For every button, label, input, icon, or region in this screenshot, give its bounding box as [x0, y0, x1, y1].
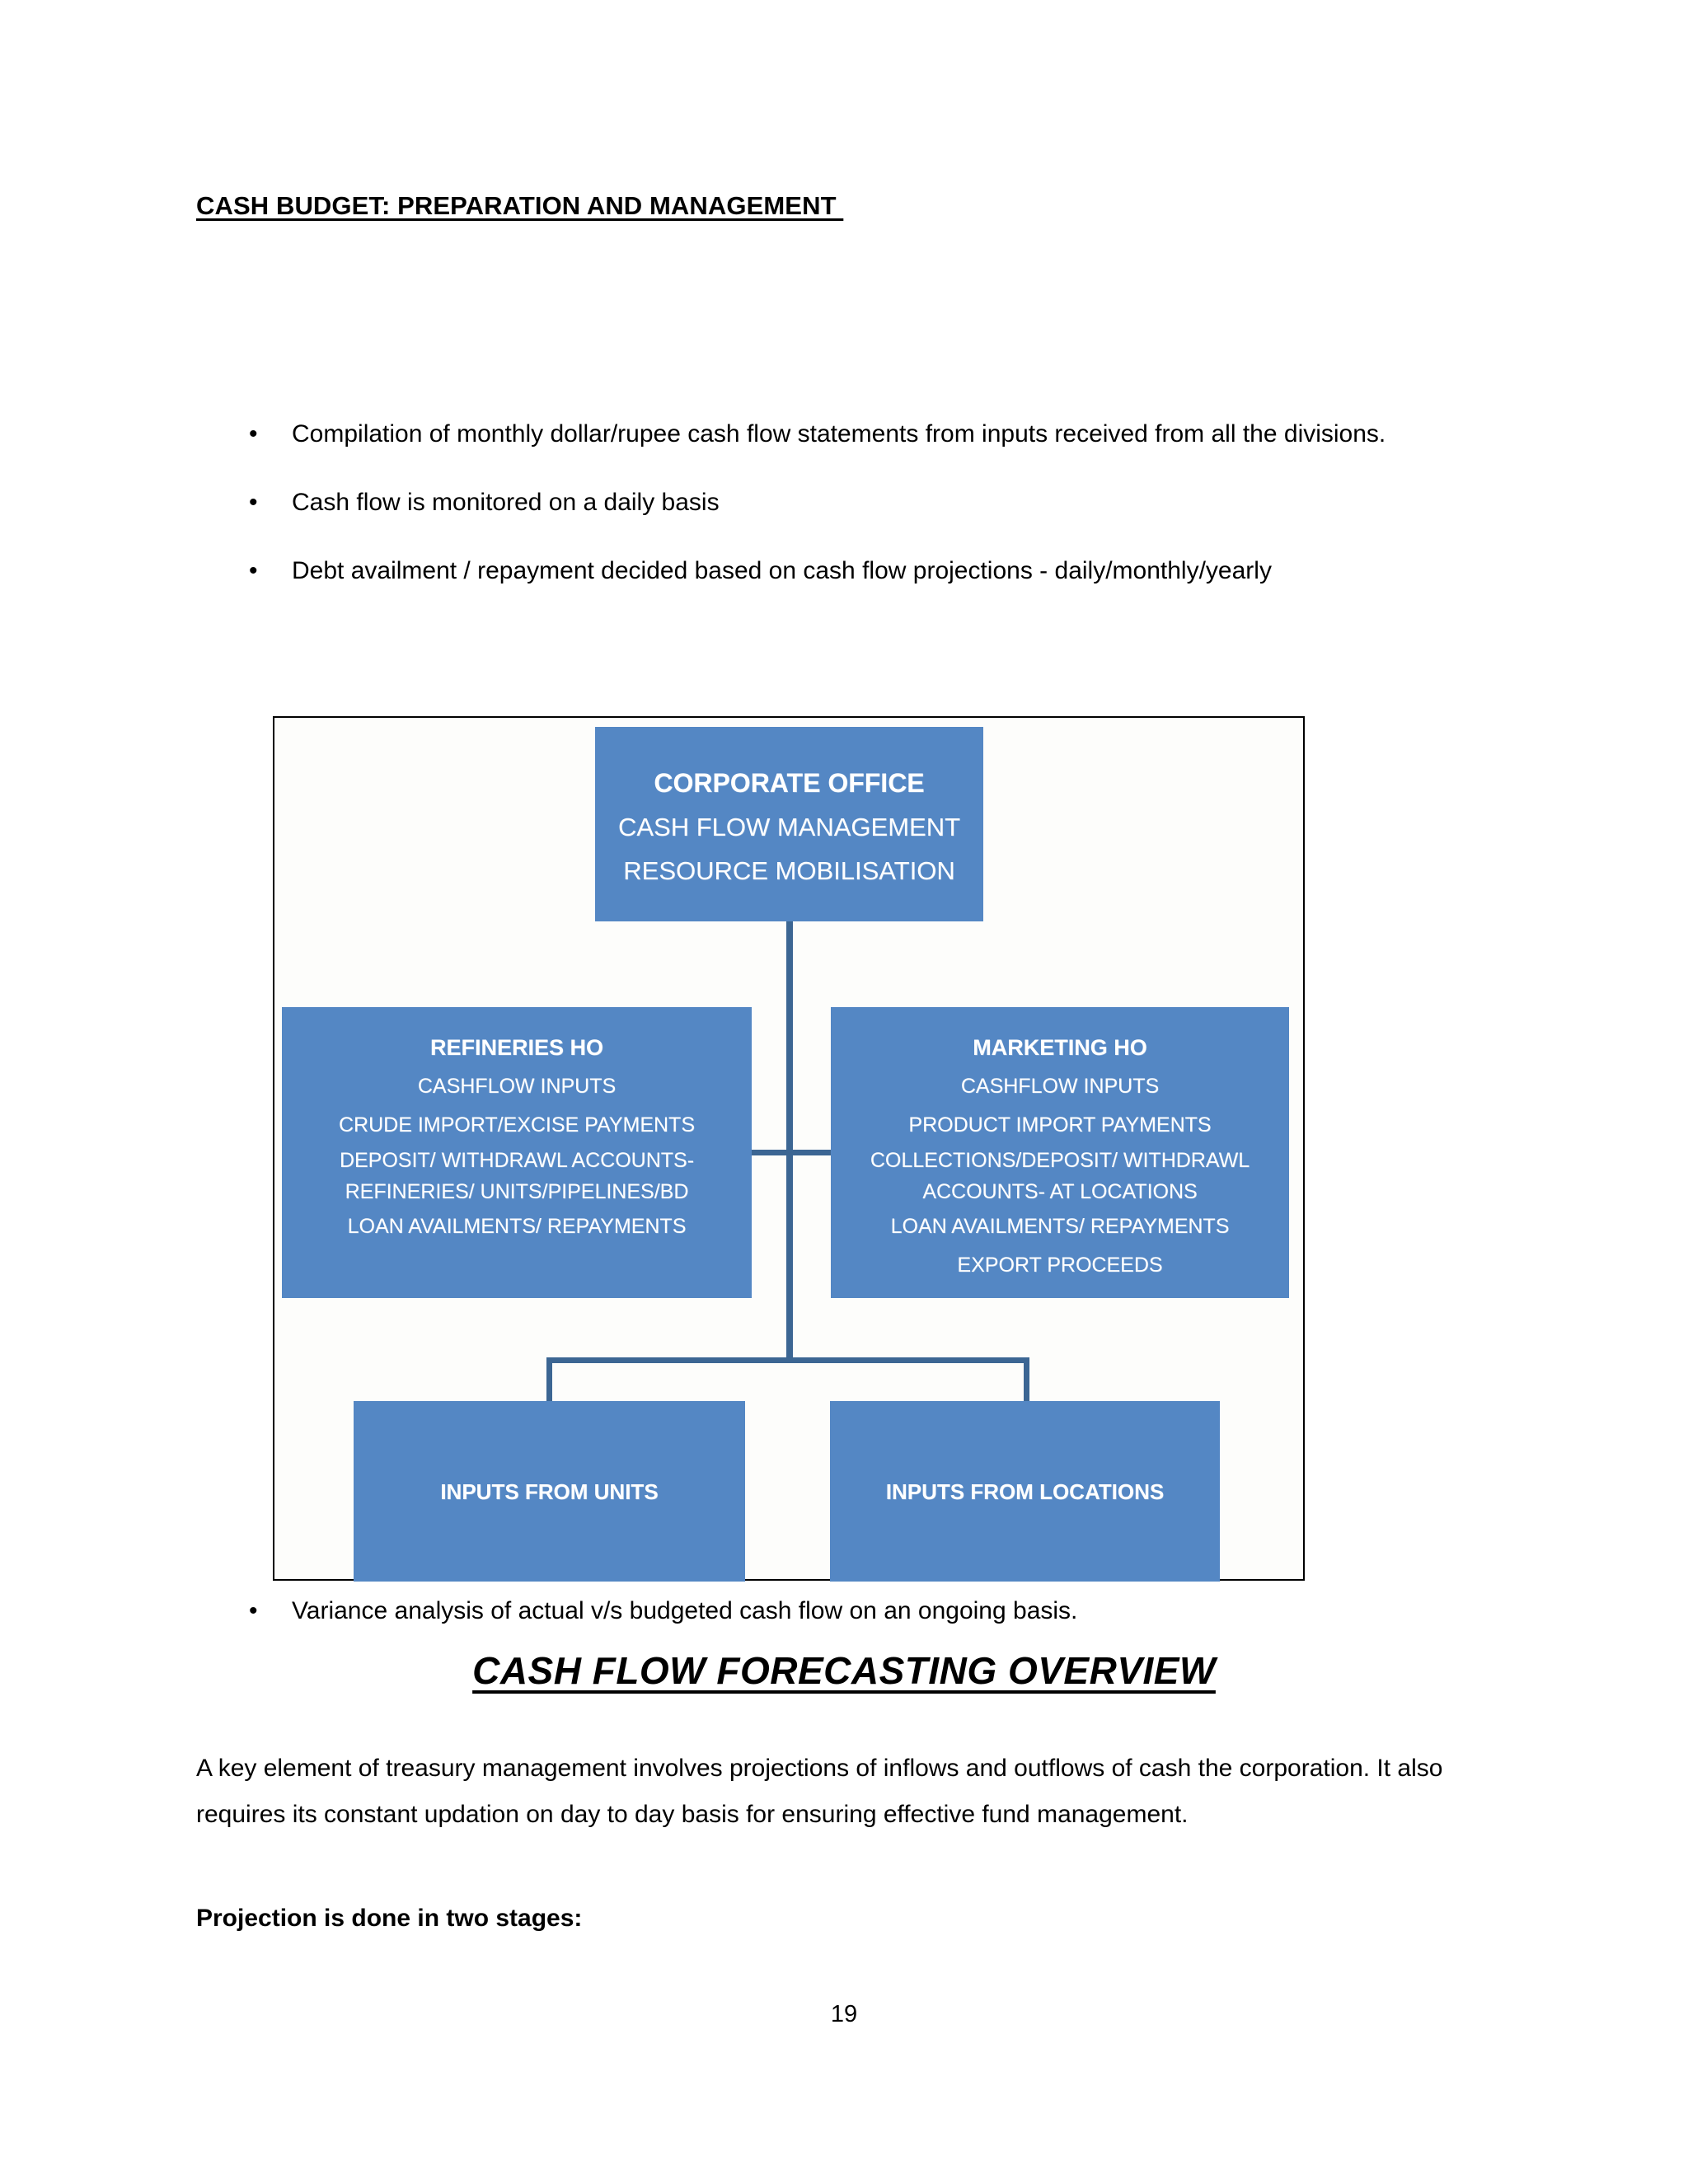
list-item-text: Variance analysis of actual v/s budgeted…: [292, 1597, 1078, 1624]
node-line: CASHFLOW INPUTS: [417, 1075, 617, 1098]
page-title: CASH BUDGET: PREPARATION AND MANAGEMENT: [196, 191, 844, 220]
diagram-node-inputs-from-locations: INPUTS FROM LOCATIONS: [830, 1401, 1220, 1582]
connector-drop-right: [1024, 1357, 1029, 1402]
list-item-text: Compilation of monthly dollar/rupee cash…: [292, 420, 1386, 448]
node-line: LOAN AVAILMENTS/ REPAYMENTS: [890, 1215, 1230, 1238]
node-line: CASH FLOW MANAGEMENT: [617, 812, 961, 841]
node-title: REFINERIES HO: [429, 1035, 604, 1060]
node-line: CASHFLOW INPUTS: [960, 1075, 1160, 1098]
list-item-text: Debt availment / repayment decided based…: [292, 557, 1272, 584]
node-line: EXPORT PROCEEDS: [957, 1254, 1163, 1277]
bullet-list-bottom: • Variance analysis of actual v/s budget…: [247, 1592, 1484, 1655]
page-number: 19: [830, 2001, 858, 2027]
connector-drop-left: [546, 1357, 552, 1402]
bullet-list-top: • Compilation of monthly dollar/rupee ca…: [247, 412, 1484, 617]
bullet-marker-icon: •: [249, 420, 258, 448]
node-line: PRODUCT IMPORT PAYMENTS: [908, 1113, 1212, 1137]
bullet-marker-icon: •: [249, 489, 258, 516]
diagram-node-refineries-ho: REFINERIES HO CASHFLOW INPUTS CRUDE IMPO…: [282, 1007, 752, 1298]
list-item: • Variance analysis of actual v/s budget…: [247, 1592, 1484, 1630]
bullet-marker-icon: •: [249, 557, 258, 584]
list-item: • Cash flow is monitored on a daily basi…: [247, 480, 1484, 524]
node-line: LOAN AVAILMENTS/ REPAYMENTS: [347, 1215, 687, 1238]
list-item-text: Cash flow is monitored on a daily basis: [292, 489, 720, 516]
diagram-node-corporate-office: CORPORATE OFFICE CASH FLOW MANAGEMENT RE…: [595, 727, 983, 921]
diagram-node-marketing-ho: MARKETING HO CASHFLOW INPUTS PRODUCT IMP…: [831, 1007, 1289, 1298]
section-heading-text: CASH FLOW FORECASTING OVERVIEW: [472, 1649, 1216, 1692]
connector-horizontal-middle: [752, 1150, 831, 1155]
body-paragraph-bold: Projection is done in two stages:: [196, 1905, 583, 1932]
node-title: INPUTS FROM LOCATIONS: [885, 1479, 1165, 1504]
list-item: • Debt availment / repayment decided bas…: [247, 549, 1484, 593]
node-line: ACCOUNTS- AT LOCATIONS: [922, 1180, 1198, 1203]
cash-flow-org-diagram: CORPORATE OFFICE CASH FLOW MANAGEMENT RE…: [273, 716, 1305, 1582]
node-line: REFINERIES/ UNITS/PIPELINES/BD: [345, 1180, 689, 1203]
node-title: MARKETING HO: [973, 1035, 1147, 1060]
diagram-node-inputs-from-units: INPUTS FROM UNITS: [354, 1401, 745, 1582]
section-heading: CASH FLOW FORECASTING OVERVIEW: [0, 1648, 1688, 1693]
node-line: DEPOSIT/ WITHDRAWL ACCOUNTS-: [339, 1149, 695, 1172]
body-paragraph: A key element of treasury management inv…: [196, 1755, 1443, 1828]
list-item: • Compilation of monthly dollar/rupee ca…: [247, 412, 1484, 456]
node-line: RESOURCE MOBILISATION: [623, 855, 955, 885]
node-title: CORPORATE OFFICE: [654, 767, 925, 798]
connector-vertical-main: [786, 921, 793, 1363]
node-title: INPUTS FROM UNITS: [440, 1479, 659, 1504]
node-line: CRUDE IMPORT/EXCISE PAYMENTS: [338, 1113, 695, 1137]
connector-horizontal-split: [546, 1357, 1029, 1363]
node-line: COLLECTIONS/DEPOSIT/ WITHDRAWL: [870, 1149, 1250, 1172]
bullet-marker-icon: •: [249, 1597, 258, 1624]
